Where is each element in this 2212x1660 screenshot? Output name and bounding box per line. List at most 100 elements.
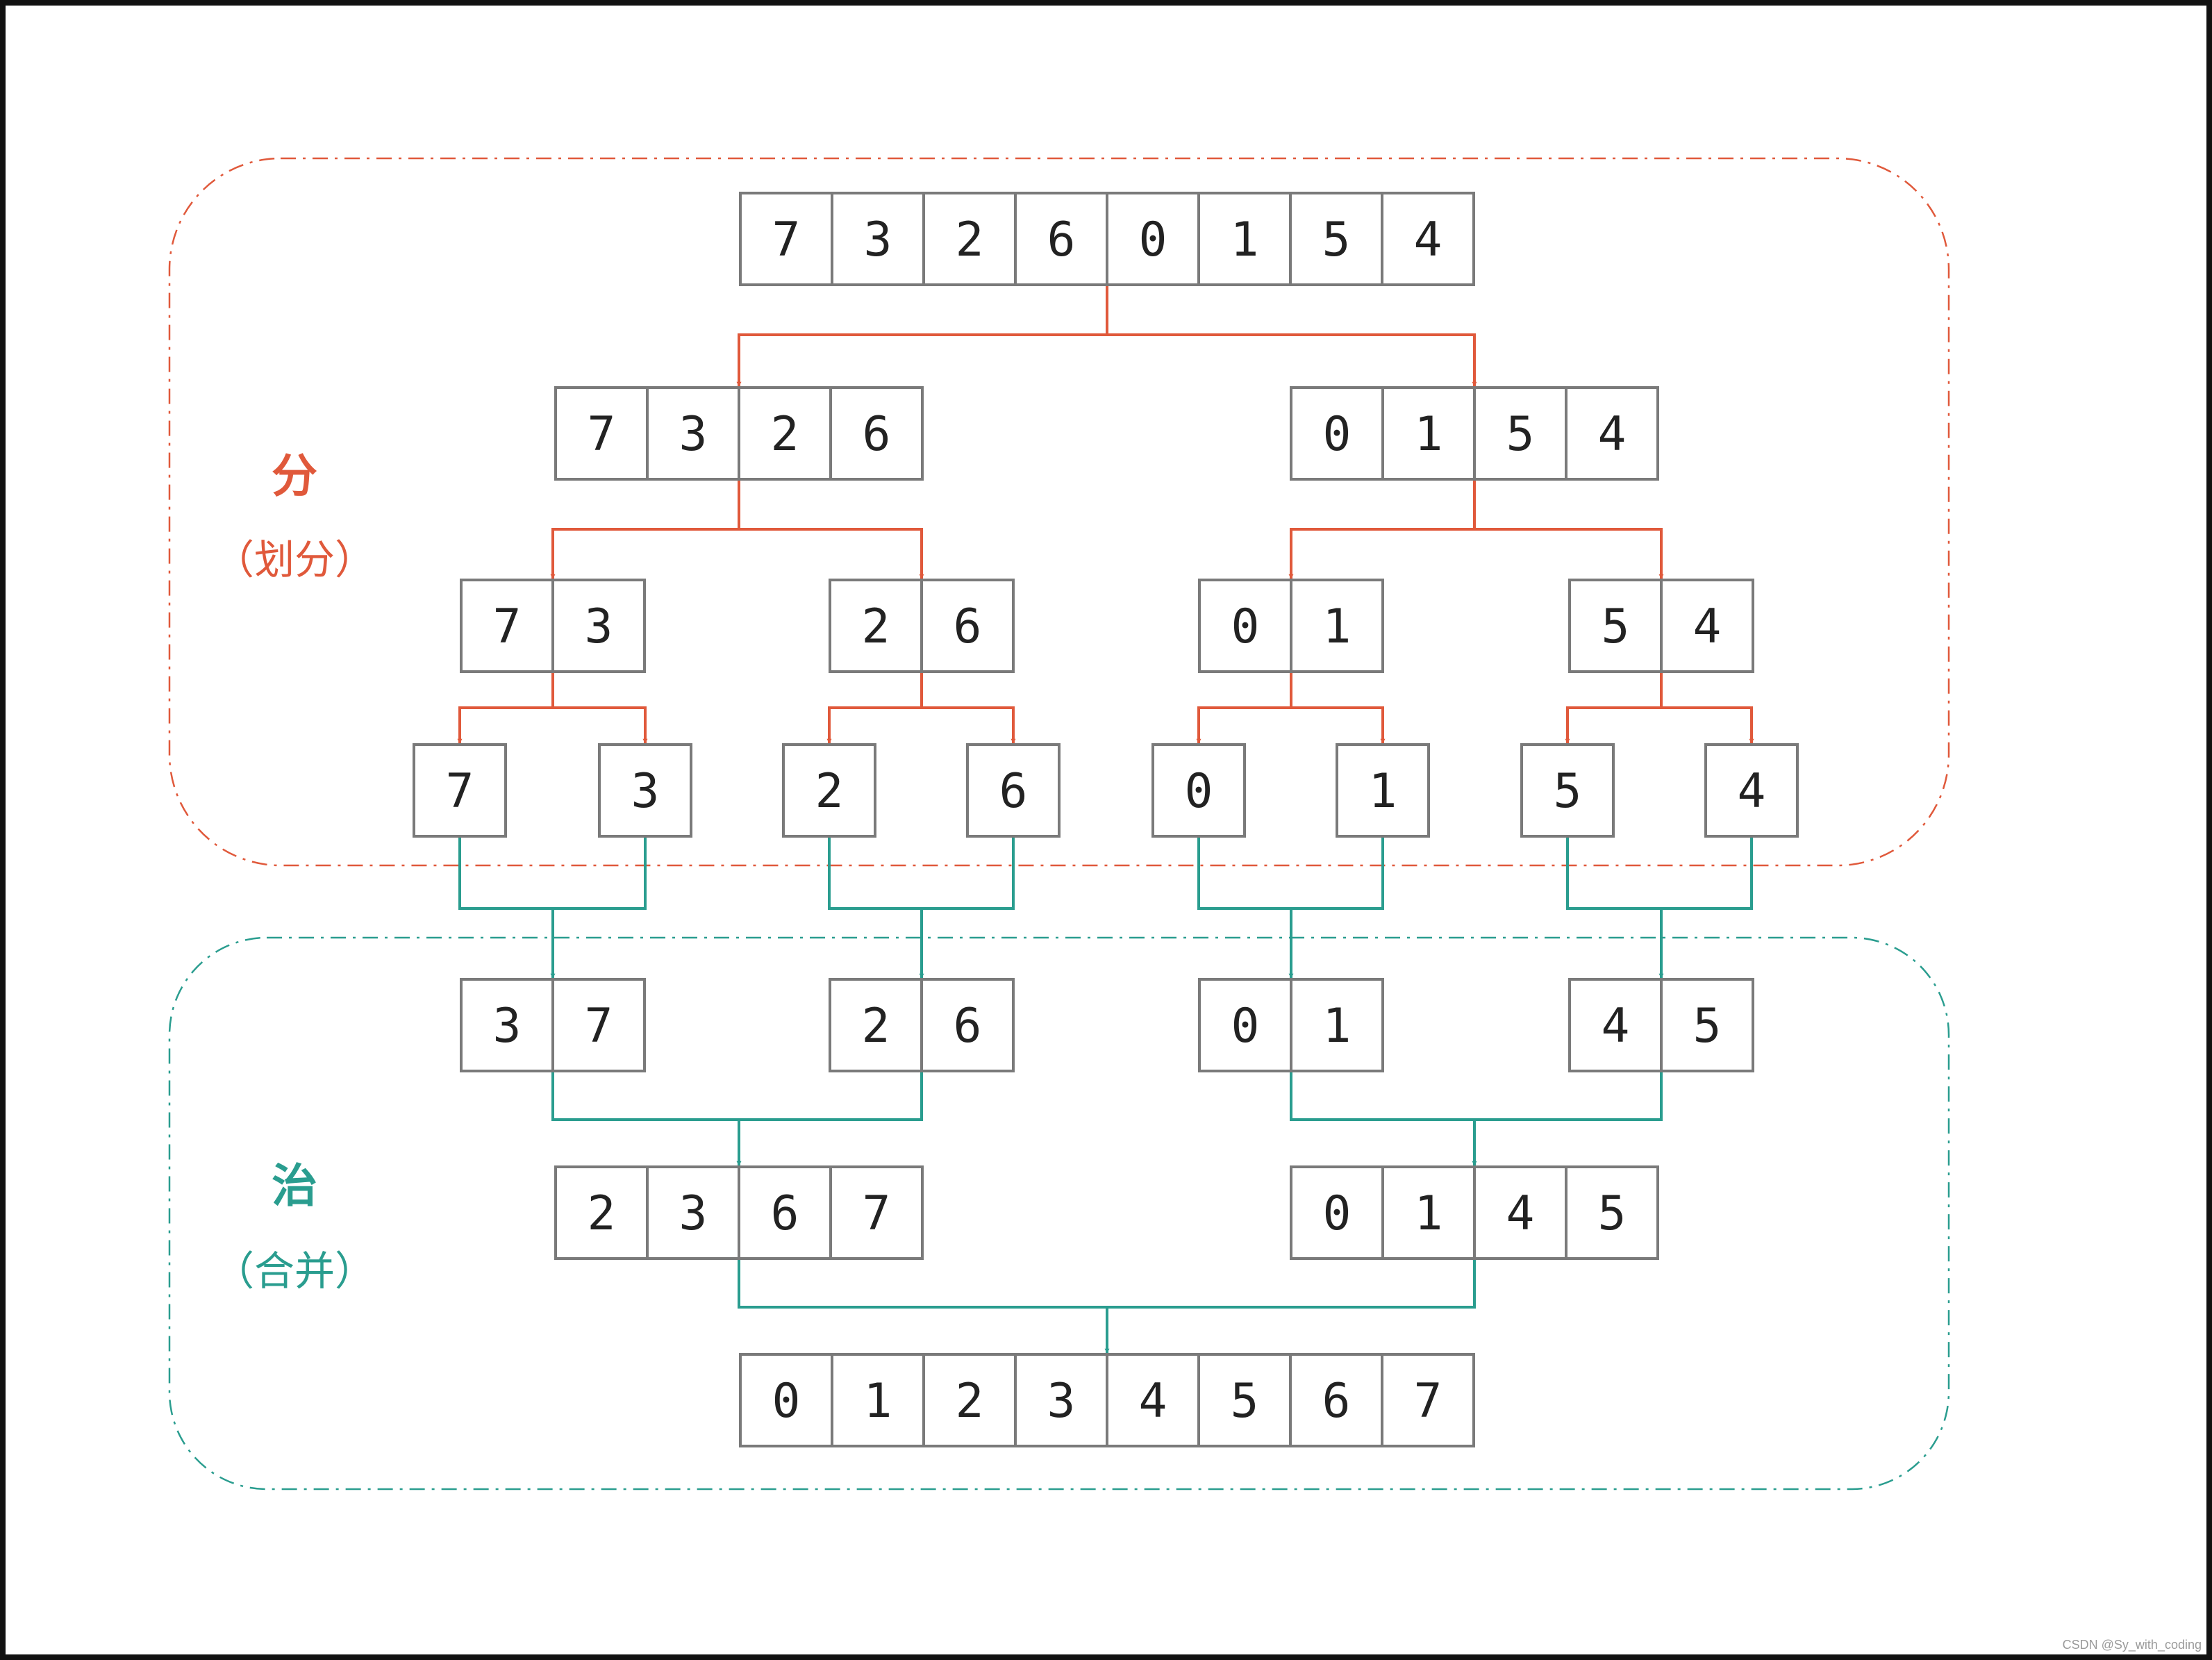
array-cell xyxy=(1198,978,1292,1072)
array-cell-value: 2 xyxy=(862,599,890,654)
array-cell xyxy=(1106,1353,1200,1447)
array-cell xyxy=(738,1165,832,1260)
divide-connector-arrow xyxy=(457,706,553,744)
divide-connector-arrow xyxy=(922,706,1016,744)
array-cell xyxy=(829,1165,924,1260)
array-cell xyxy=(551,579,646,673)
array-cell-value: 7 xyxy=(446,764,474,819)
array-cell-value: 7 xyxy=(863,1186,891,1241)
conquer-connector-bracket xyxy=(738,1259,1476,1309)
divide-connector-arrow xyxy=(1291,706,1386,744)
array-cell-value: 3 xyxy=(631,764,660,819)
array-divide-level3-group2: 2 xyxy=(782,743,876,838)
array-divide-level3-group1: 3 xyxy=(598,743,692,838)
array-cell xyxy=(460,579,554,673)
array-cell-value: 6 xyxy=(863,407,891,462)
array-cell xyxy=(1289,192,1383,286)
array-cell xyxy=(1565,386,1659,481)
array-cell xyxy=(922,192,1017,286)
array-cell-value: 4 xyxy=(1139,1374,1167,1429)
array-cell-value: 7 xyxy=(585,999,613,1054)
array-cell xyxy=(1520,743,1615,838)
array-cell-value: 3 xyxy=(679,407,708,462)
conquer-connector-bracket xyxy=(1197,836,1384,910)
array-cell-value: 1 xyxy=(1231,213,1259,267)
conquer-connector-bracket xyxy=(1566,836,1753,910)
array-cell xyxy=(554,386,649,481)
array-cell-value: 3 xyxy=(585,599,613,654)
conquer-connector-bracket xyxy=(458,836,647,910)
array-cell-value: 3 xyxy=(679,1186,708,1241)
array-cell-value: 5 xyxy=(1554,764,1582,819)
array-cell-value: 5 xyxy=(1322,213,1351,267)
array-divide-level3-group5: 1 xyxy=(1336,743,1430,838)
array-cell-value: 4 xyxy=(1598,407,1627,462)
array-divide-level3-group6: 5 xyxy=(1520,743,1615,838)
array-cell-value: 0 xyxy=(1323,407,1352,462)
array-cell xyxy=(1381,192,1475,286)
array-cell-value: 2 xyxy=(956,1374,984,1429)
array-cell xyxy=(1198,579,1292,673)
array-cell xyxy=(739,192,833,286)
array-cell-value: 5 xyxy=(1506,407,1535,462)
array-cell-value: 1 xyxy=(1415,407,1443,462)
divide-connector-arrow xyxy=(1474,528,1664,579)
array-cell xyxy=(1704,743,1799,838)
array-cell xyxy=(1106,192,1200,286)
array-cell-value: 0 xyxy=(1185,764,1213,819)
array-cell-value: 0 xyxy=(1231,599,1260,654)
divide-subtitle: （划分） xyxy=(214,536,375,583)
array-cell-value: 3 xyxy=(864,213,892,267)
array-cell-value: 4 xyxy=(1738,764,1766,819)
array-cell-value: 6 xyxy=(954,599,982,654)
conquer-region xyxy=(168,936,1950,1491)
divide-connector-arrow xyxy=(1661,706,1754,744)
array-cell-value: 0 xyxy=(1323,1186,1352,1241)
divide-connector-arrow xyxy=(826,706,922,744)
array-cell-value: 2 xyxy=(588,1186,616,1241)
array-cell xyxy=(1151,743,1246,838)
array-cell xyxy=(646,386,740,481)
array-cell-value: 7 xyxy=(772,213,801,267)
array-cell-value: 1 xyxy=(1369,764,1397,819)
conquer-connector-bracket xyxy=(1290,1071,1663,1121)
divide-connector-arrow xyxy=(1196,706,1291,744)
array-cell-value: 0 xyxy=(1139,213,1167,267)
array-cell-value: 4 xyxy=(1602,999,1630,1054)
array-cell xyxy=(646,1165,740,1260)
array-cell xyxy=(1290,1165,1384,1260)
array-divide-level1-group1: 0 1 5 4 xyxy=(1290,386,1659,481)
divide-connector-arrow xyxy=(553,706,648,744)
array-cell xyxy=(738,386,832,481)
array-cell-value: 4 xyxy=(1693,599,1722,654)
array-cell xyxy=(551,978,646,1072)
array-cell xyxy=(1473,386,1567,481)
conquer-connector-bracket xyxy=(551,1071,923,1121)
array-divide-level3-group4: 0 xyxy=(1151,743,1246,838)
array-cell xyxy=(1289,1353,1383,1447)
array-cell xyxy=(829,978,923,1072)
array-cell xyxy=(1197,192,1292,286)
array-cell-value: 3 xyxy=(1047,1374,1076,1429)
array-cell-value: 0 xyxy=(772,1374,801,1429)
array-cell xyxy=(922,1353,1017,1447)
array-cell-value: 5 xyxy=(1231,1374,1259,1429)
array-cell xyxy=(782,743,876,838)
array-cell-value: 6 xyxy=(1047,213,1076,267)
array-cell xyxy=(1660,579,1754,673)
array-cell-value: 2 xyxy=(956,213,984,267)
array-cell xyxy=(1660,978,1754,1072)
array-cell xyxy=(1473,1165,1567,1260)
array-cell xyxy=(920,579,1015,673)
